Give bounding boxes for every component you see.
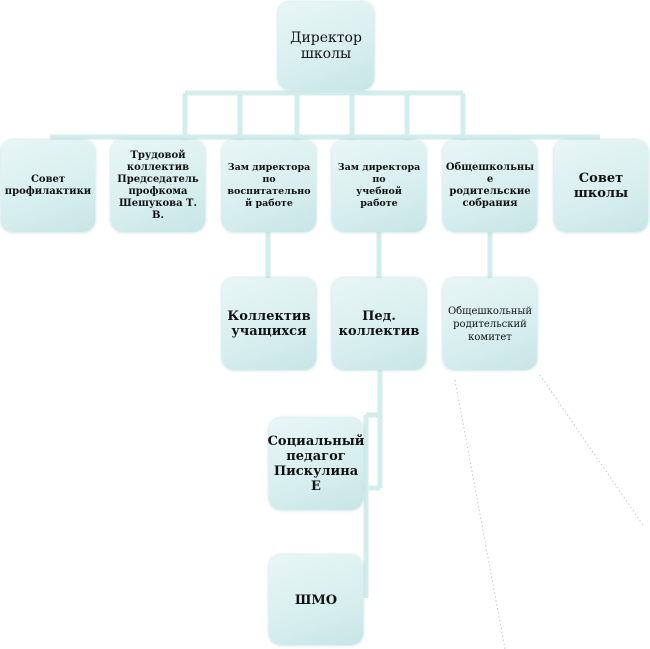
students-collective-box: Коллектив учащихся — [222, 278, 316, 370]
deputy-upbringing-label: Зам директора по воспитательно й работе — [227, 162, 311, 209]
deputy-education-box: Зам директора по учебной работе — [332, 140, 426, 232]
social-teacher-box: Социальный педагог Пискулина Е — [267, 418, 365, 510]
parent-meetings-box: Общешкольны е родительские собрания — [443, 140, 537, 232]
director-box: Директор школы — [278, 2, 374, 90]
prevention-council-label: Совет профилактики — [4, 174, 92, 197]
parent-committee-label: Общешкольный родительский комитет — [447, 305, 533, 343]
school-council-box: Совет школы — [554, 140, 648, 232]
parent-meetings-label: Общешкольны е родительские собрания — [445, 162, 535, 209]
school-council-label: Совет школы — [573, 171, 629, 201]
deputy-education-label: Зам директора по учебной работе — [337, 162, 421, 209]
teachers-collective-label: Пед. коллектив — [338, 309, 420, 339]
labor-collective-label: Трудовой коллектив Председатель профкома… — [117, 150, 199, 221]
social-teacher-label: Социальный педагог Пискулина Е — [267, 434, 365, 494]
teachers-collective-box: Пед. коллектив — [332, 278, 426, 370]
students-collective-label: Коллектив учащихся — [227, 309, 311, 339]
prevention-council-box: Совет профилактики — [1, 140, 95, 232]
labor-collective-box: Трудовой коллектив Председатель профкома… — [111, 140, 205, 232]
shmo-label: ШМО — [294, 592, 338, 608]
parent-committee-box: Общешкольный родительский комитет — [443, 278, 537, 370]
director-label: Директор школы — [290, 30, 362, 62]
shmo-box: ШМО — [269, 555, 363, 645]
deputy-upbringing-box: Зам директора по воспитательно й работе — [222, 140, 316, 232]
